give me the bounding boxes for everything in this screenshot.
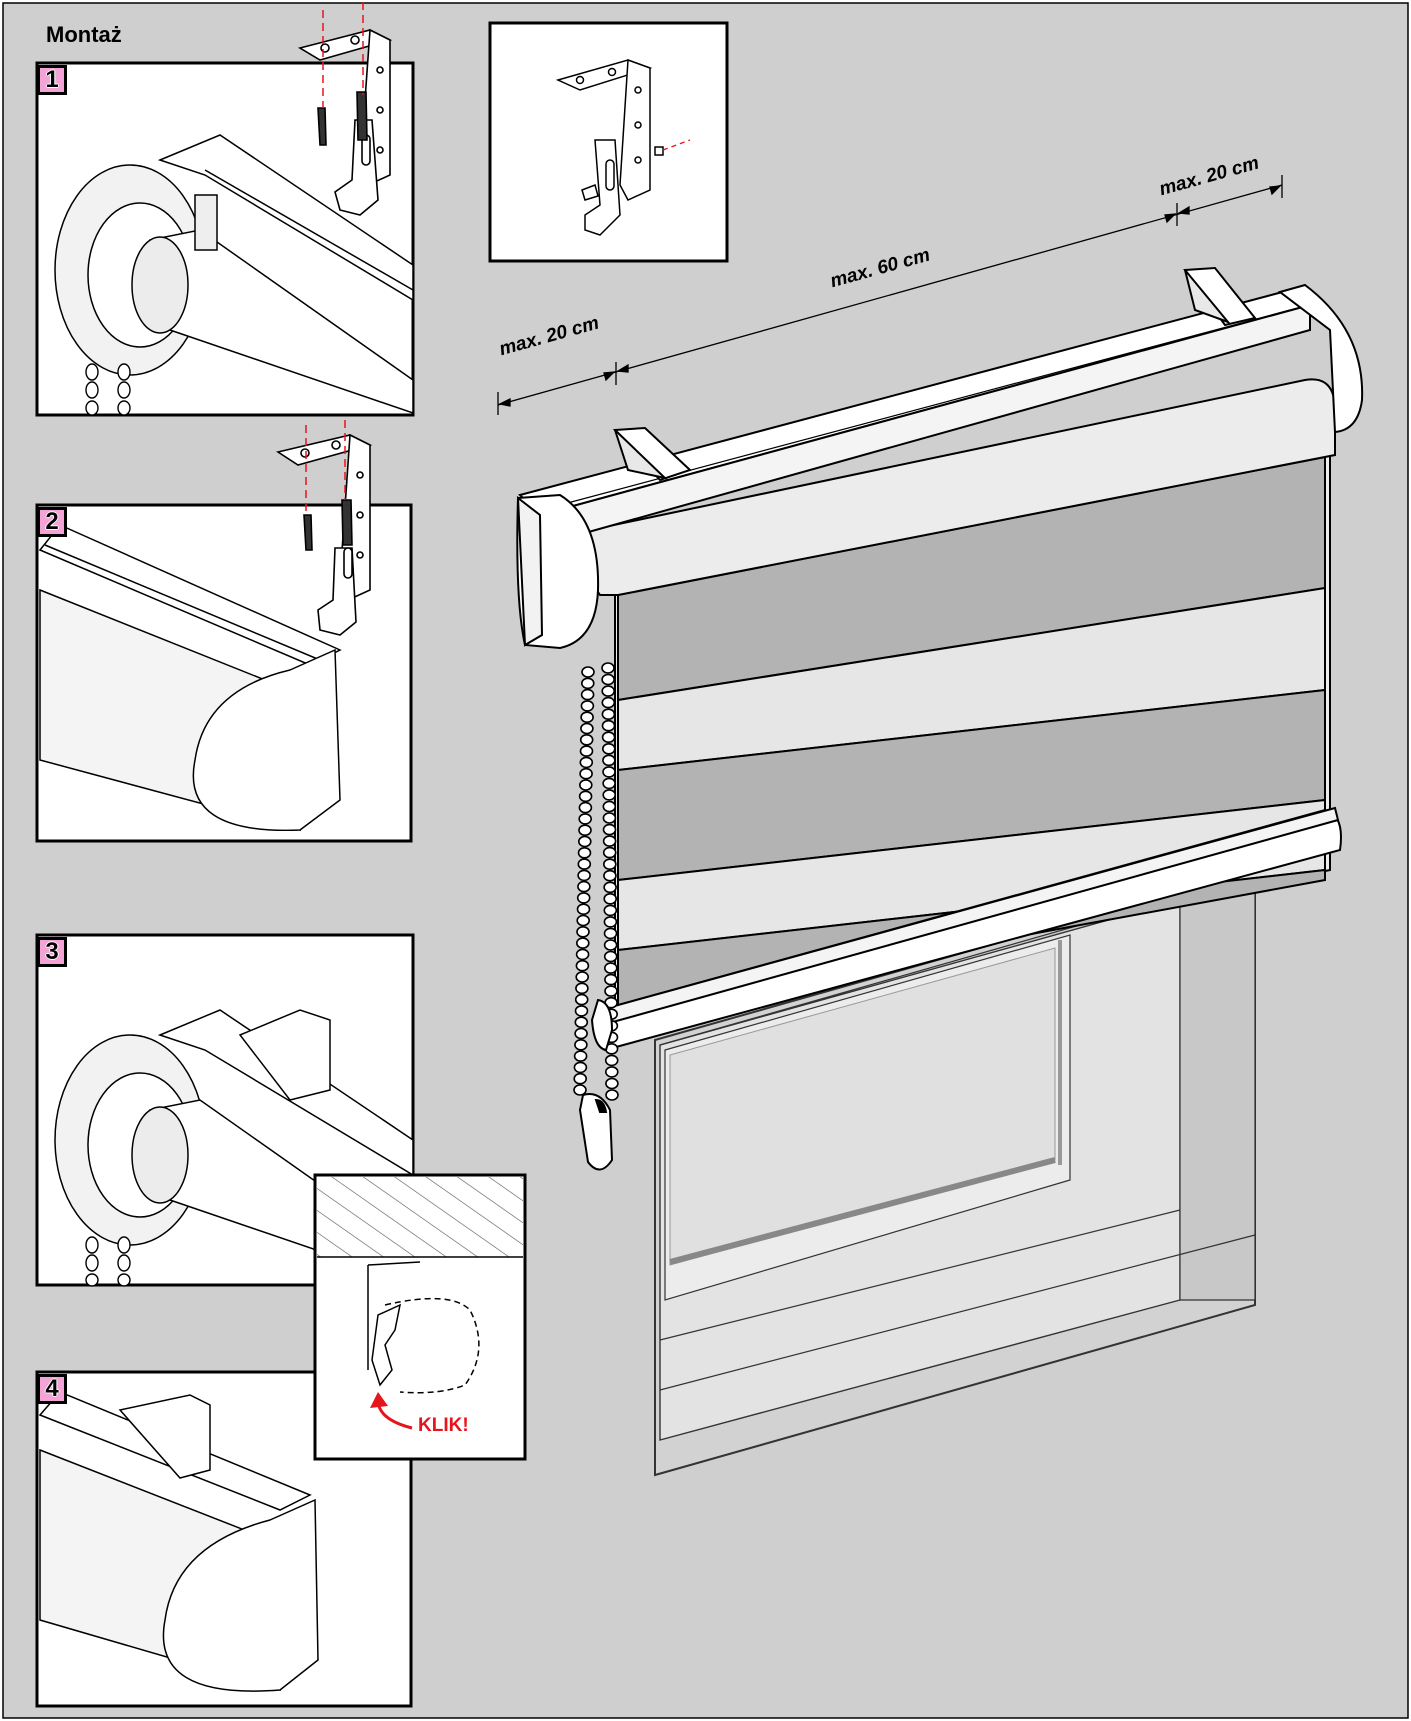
step-number-1: 1 bbox=[37, 65, 67, 95]
chain-bead bbox=[580, 722, 594, 735]
chain-bead bbox=[602, 777, 616, 790]
chain-bead bbox=[575, 982, 589, 995]
chain-bead bbox=[579, 733, 594, 746]
chain-bead bbox=[602, 800, 617, 813]
chain-bead bbox=[573, 1084, 587, 1096]
chain-bead bbox=[602, 789, 617, 801]
chain-bead bbox=[602, 812, 617, 824]
chain-bead bbox=[573, 1072, 588, 1085]
chain-bead bbox=[601, 696, 616, 709]
page-title: Montaż bbox=[46, 22, 122, 47]
chain-bead bbox=[602, 846, 617, 859]
chain-bead bbox=[602, 754, 616, 767]
chain-bead bbox=[603, 927, 618, 940]
chain-bead bbox=[573, 1050, 588, 1062]
chain-bead bbox=[577, 869, 591, 882]
chain-bead bbox=[604, 1054, 619, 1067]
chain-bead bbox=[577, 858, 592, 870]
chain-bead bbox=[581, 666, 595, 678]
chain-bead bbox=[602, 858, 617, 871]
chain-bead bbox=[576, 892, 591, 904]
click-detail-inset bbox=[313, 1173, 527, 1461]
chain-bead bbox=[574, 1005, 589, 1017]
chain-bead bbox=[573, 1061, 588, 1074]
chain-bead bbox=[575, 959, 590, 972]
chain-bead bbox=[576, 914, 591, 927]
chain-bead bbox=[602, 835, 617, 847]
klik-label: KLIK! bbox=[418, 1415, 469, 1436]
chain-bead bbox=[605, 1089, 619, 1101]
roller-blind bbox=[516, 266, 1364, 1052]
chain-bead bbox=[604, 973, 618, 986]
chain-bead bbox=[604, 985, 618, 997]
chain-bead bbox=[603, 881, 617, 894]
chain-bead bbox=[576, 903, 591, 916]
chain-bead bbox=[574, 1016, 589, 1029]
chain-bead bbox=[602, 823, 617, 836]
chain-bead bbox=[601, 708, 616, 721]
chain-bead bbox=[574, 1039, 588, 1051]
window bbox=[654, 868, 1256, 1477]
chain-bead bbox=[601, 673, 615, 686]
bead-chain bbox=[573, 662, 619, 1101]
chain-bead bbox=[578, 779, 593, 791]
chain-bead bbox=[578, 824, 592, 837]
chain-bead bbox=[574, 993, 589, 1006]
chain-weight bbox=[578, 998, 614, 1171]
chain-bead bbox=[578, 813, 593, 825]
chain-bead bbox=[579, 756, 594, 769]
chain-bead bbox=[580, 700, 595, 712]
chain-bead bbox=[603, 892, 618, 905]
chain-bead bbox=[601, 685, 616, 697]
chain-bead bbox=[579, 745, 594, 757]
chain-bead bbox=[578, 790, 593, 803]
dimension-lines bbox=[497, 175, 1283, 415]
chain-bead bbox=[580, 711, 594, 724]
chain-bead bbox=[603, 950, 618, 963]
chain-bead bbox=[603, 904, 618, 917]
chain-bead bbox=[575, 948, 590, 961]
bracket-detail-inset bbox=[488, 21, 729, 263]
chain-bead bbox=[575, 937, 590, 949]
step-1-panel bbox=[35, 61, 415, 417]
chain-bead bbox=[603, 962, 618, 974]
chain-bead bbox=[576, 925, 590, 938]
step-1-screw-lines bbox=[322, 2, 364, 108]
chain-bead bbox=[603, 916, 618, 928]
chain-bead bbox=[577, 846, 592, 859]
chain-bead bbox=[601, 662, 615, 674]
chain-bead bbox=[601, 742, 616, 755]
chain-bead bbox=[601, 719, 616, 732]
chain-bead bbox=[604, 1066, 619, 1078]
step-2-screw-lines bbox=[305, 420, 346, 515]
step-number-4: 4 bbox=[37, 1374, 67, 1404]
chain-bead bbox=[579, 767, 593, 780]
chain-bead bbox=[577, 835, 592, 848]
step-2-bracket bbox=[275, 433, 373, 636]
chain-bead bbox=[580, 688, 595, 701]
chain-bead bbox=[602, 766, 616, 778]
chain-bead bbox=[577, 880, 591, 893]
chain-bead bbox=[605, 1077, 619, 1090]
chain-bead bbox=[601, 731, 616, 744]
chain-bead bbox=[574, 1027, 588, 1040]
chain-bead bbox=[603, 939, 618, 951]
chain-bead bbox=[580, 677, 595, 690]
step-number-2: 2 bbox=[37, 507, 67, 537]
chain-bead bbox=[603, 869, 617, 882]
step-number-3: 3 bbox=[37, 937, 67, 967]
chain-bead bbox=[578, 801, 593, 814]
chain-bead bbox=[575, 971, 590, 983]
